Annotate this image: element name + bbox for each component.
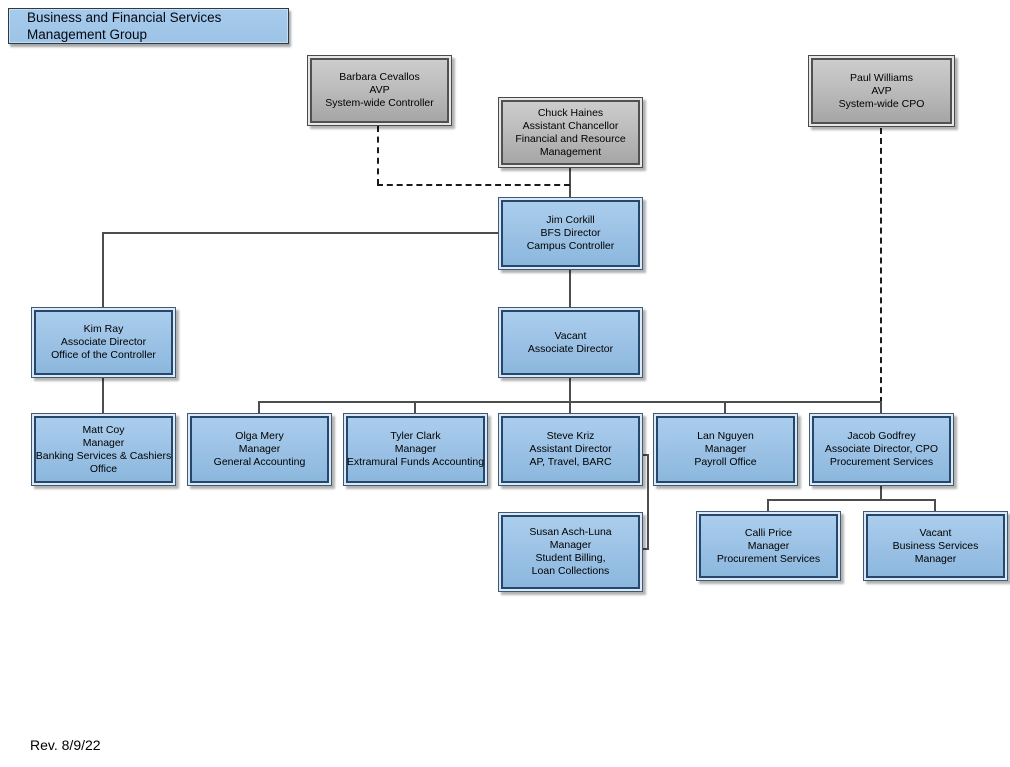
person-name: Steve Kriz (546, 430, 595, 442)
person-title: Associate Director (60, 336, 147, 348)
revision-date: Rev. 8/9/22 (30, 737, 101, 753)
person-title: Assistant Director (529, 443, 612, 455)
person-name: Matt Coy (82, 423, 125, 436)
person-title: Associate Director, CPO (824, 443, 939, 455)
chart-title-line1: Business and Financial Services (27, 10, 222, 25)
person-name: Vacant (554, 329, 587, 342)
person-role-cont: Management (539, 145, 602, 158)
person-title: Manager (549, 539, 592, 551)
connector-steve-susan-bottom (642, 548, 649, 550)
connector-chuck-jim (569, 168, 571, 197)
connector-jim-kim-vertical (102, 232, 104, 307)
person-name: Calli Price (744, 526, 793, 539)
person-role-cont: Office (89, 462, 118, 475)
person-title: Manager (238, 443, 281, 455)
person-name: Susan Asch-Luna (529, 526, 612, 538)
person-title: AVP (369, 84, 390, 96)
person-role: Procurement Services (829, 456, 934, 468)
person-name: Chuck Haines (537, 106, 604, 119)
person-title: AVP (871, 84, 892, 97)
person-name: Lan Nguyen (697, 430, 754, 442)
connector-drop-calli (767, 499, 769, 512)
org-box-tyler-clark: Tyler Clark Manager Extramural Funds Acc… (343, 413, 488, 486)
person-name: Jim Corkill (546, 214, 595, 226)
org-box-calli-price: Calli Price Manager Procurement Services (696, 511, 841, 581)
person-title: Manager (394, 443, 437, 455)
person-role: Procurement Services (716, 552, 821, 565)
org-box-matt-coy: Matt Coy Manager Banking Services & Cash… (31, 413, 176, 486)
connector-steve-susan-top (642, 454, 649, 456)
connector-paul-jacob-dashed (880, 128, 882, 413)
person-role: AP, Travel, BARC (529, 456, 612, 468)
connector-drop-olga (258, 401, 260, 413)
person-title: BFS Director (540, 227, 601, 239)
connector-kim-matt (102, 378, 104, 413)
connector-barbara-dashed-horizontal (377, 184, 570, 186)
person-role: Campus Controller (526, 240, 615, 252)
connector-barbara-dashed-vertical (377, 126, 379, 185)
connector-jim-vacant (569, 270, 571, 307)
org-box-olga-mery: Olga Mery Manager General Accounting (187, 413, 332, 486)
person-role: System-wide Controller (325, 97, 434, 109)
person-title: Manager (82, 436, 125, 449)
person-name: Paul Williams (849, 71, 913, 84)
connector-drop-jacob (880, 401, 882, 413)
connector-steve-susan-vertical (647, 454, 649, 550)
connector-jacob-children-bus (767, 499, 936, 501)
org-box-barbara-cevallos: Barbara Cevallos AVP System-wide Control… (307, 55, 452, 126)
person-role: Payroll Office (694, 456, 757, 468)
connector-vacant-bus-stem (569, 378, 571, 402)
org-box-susan-asch-luna: Susan Asch-Luna Manager Student Billing,… (498, 512, 643, 592)
person-name: Vacant (919, 526, 952, 539)
person-role: Financial and Resource (515, 132, 626, 145)
person-title: Manager (704, 443, 747, 455)
connector-drop-tyler (414, 401, 416, 413)
person-name: Tyler Clark (390, 430, 441, 442)
org-box-kim-ray: Kim Ray Associate Director Office of the… (31, 307, 176, 378)
chart-title-box: Business and Financial Services Manageme… (8, 8, 289, 44)
person-title: Business Services (892, 539, 979, 552)
org-box-jacob-godfrey: Jacob Godfrey Associate Director, CPO Pr… (809, 413, 954, 486)
person-role: System-wide CPO (838, 97, 925, 110)
person-title: Assistant Chancellor (522, 119, 619, 132)
person-role: General Accounting (213, 456, 306, 468)
person-role: Student Billing, (535, 552, 606, 564)
person-title: Manager (747, 539, 790, 552)
org-box-jim-corkill: Jim Corkill BFS Director Campus Controll… (498, 197, 643, 270)
person-role-cont: Loan Collections (531, 565, 610, 577)
connector-jacob-bus-stem (880, 486, 882, 500)
person-role: Banking Services & Cashiers (35, 449, 172, 462)
person-name: Jacob Godfrey (847, 430, 916, 442)
person-role: Office of the Controller (51, 349, 156, 361)
org-box-vacant-associate-director: Vacant Associate Director (498, 307, 643, 378)
org-box-chuck-haines: Chuck Haines Assistant Chancellor Financ… (498, 97, 643, 168)
org-box-paul-williams: Paul Williams AVP System-wide CPO (808, 55, 955, 127)
person-title: Associate Director (527, 342, 614, 355)
person-name: Barbara Cevallos (339, 71, 420, 83)
person-name: Olga Mery (235, 430, 284, 442)
person-role: Extramural Funds Accounting (346, 456, 485, 468)
connector-drop-lan (724, 401, 726, 413)
org-box-steve-kriz: Steve Kriz Assistant Director AP, Travel… (498, 413, 643, 486)
person-role: Manager (914, 552, 957, 565)
connector-jim-kim-horizontal (102, 232, 498, 234)
person-name: Kim Ray (83, 323, 124, 335)
connector-drop-steve (569, 401, 571, 413)
org-box-vacant-business-services-manager: Vacant Business Services Manager (863, 511, 1008, 581)
connector-drop-vacant-bsm (934, 499, 936, 512)
org-box-lan-nguyen: Lan Nguyen Manager Payroll Office (653, 413, 798, 486)
chart-title-line2: Management Group (27, 27, 148, 42)
